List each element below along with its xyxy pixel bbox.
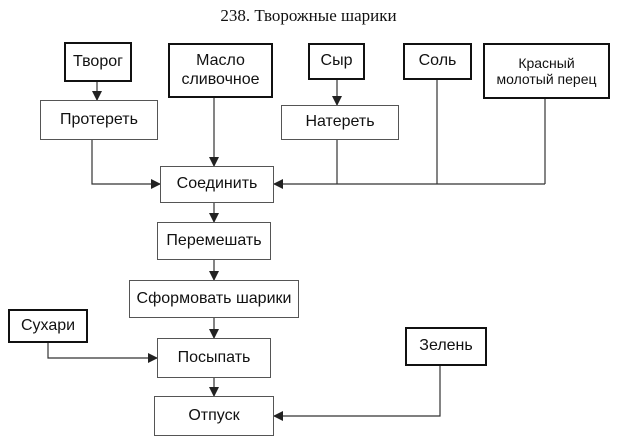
- step-soedinit: Соединить: [160, 166, 274, 203]
- ingredient-perec-label-line1: Красный: [518, 54, 575, 71]
- step-soedinit-label: Соединить: [176, 175, 258, 193]
- ingredient-perec: Красный молотый перец: [483, 43, 610, 99]
- ingredient-suhari: Сухари: [8, 309, 88, 343]
- ingredient-syr-label: Сыр: [320, 52, 353, 70]
- ingredient-zelen: Зелень: [405, 327, 487, 366]
- ingredient-perec-label-line2: молотый перец: [496, 71, 597, 87]
- ingredient-syr: Сыр: [308, 43, 365, 80]
- step-posypat: Посыпать: [157, 338, 271, 378]
- ingredient-suhari-label: Сухари: [20, 316, 76, 334]
- step-proteret: Протереть: [40, 100, 158, 140]
- ingredient-tvorog: Творог: [64, 42, 132, 82]
- arrow-proteret-to-soedinit: [91, 140, 161, 189]
- ingredient-zelen-label: Зелень: [419, 337, 473, 355]
- arrow-zelen-to-otpusk: [273, 366, 441, 421]
- ingredient-tvorog-label: Творог: [73, 52, 123, 70]
- diagram-title: 238. Творожные шарики: [220, 6, 397, 25]
- ingredient-maslo-label-line2: сливочное: [181, 70, 260, 88]
- step-sformovat: Сформовать шарики: [129, 280, 299, 318]
- step-otpusk: Отпуск: [154, 396, 274, 436]
- step-proteret-label: Протереть: [60, 110, 138, 128]
- step-peremeshat: Перемешать: [157, 222, 271, 260]
- step-sformovat-label: Сформовать шарики: [136, 289, 292, 307]
- ingredient-sol-label: Соль: [418, 52, 457, 70]
- ingredient-sol: Соль: [403, 43, 472, 80]
- step-nateret: Натереть: [281, 105, 399, 140]
- step-otpusk-label: Отпуск: [188, 406, 240, 424]
- step-peremeshat-label: Перемешать: [166, 231, 262, 249]
- ingredient-maslo: Масло сливочное: [168, 43, 273, 98]
- step-nateret-label: Натереть: [305, 113, 375, 131]
- ingredient-maslo-label-line1: Масло: [196, 52, 245, 70]
- step-posypat-label: Посыпать: [177, 348, 251, 366]
- arrow-suhari-to-posypat: [47, 343, 158, 363]
